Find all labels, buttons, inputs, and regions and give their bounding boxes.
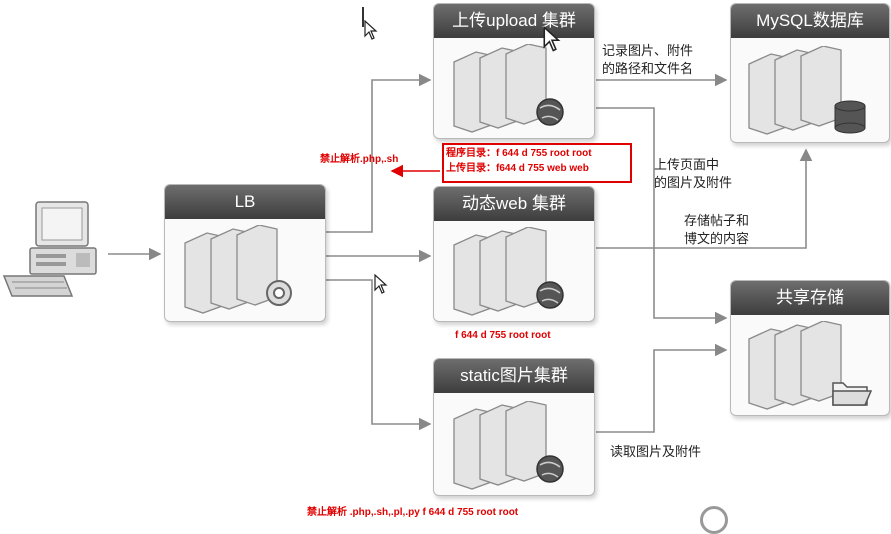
server-rack-globe-icon (453, 401, 564, 490)
arrow-dynamic-mysql (596, 148, 813, 249)
server-rack-globe-icon (453, 44, 564, 133)
server-rack-folder-icon (748, 321, 873, 410)
text-caret (362, 7, 364, 27)
upload-dir-annotation: 上传目录：f644 d 755 web web (446, 163, 589, 174)
arrow-static-storage (596, 343, 728, 433)
upload-cluster-node: 上传upload 集群 (433, 3, 595, 139)
upload-cluster-title: 上传upload 集群 (434, 4, 594, 38)
client-computer-icon (2, 201, 97, 297)
arrow-lb-upload (326, 73, 432, 233)
server-rack-database-icon (748, 46, 866, 135)
shared-storage-title: 共享存储 (731, 281, 889, 315)
mouse-pointer-icon (374, 274, 388, 294)
lb-node: LB (164, 184, 326, 322)
mysql-title: MySQL数据库 (731, 4, 889, 38)
arrow-upload-storage (596, 107, 728, 325)
mouse-pointer-icon (364, 20, 378, 40)
label-read-images: 读取图片及附件 (610, 444, 702, 459)
server-rack-gear-icon (184, 225, 292, 314)
permission-annotation-box (442, 143, 632, 183)
architecture-diagram: LB 上传upload 集群 动态web 集群 (2, 3, 890, 534)
dynamic-web-cluster-title: 动态web 集群 (434, 187, 594, 221)
lb-title: LB (165, 185, 325, 219)
logo-watermark (700, 506, 728, 534)
dynamic-web-cluster-node: 动态web 集群 (433, 186, 595, 322)
mysql-node: MySQL数据库 (730, 3, 890, 143)
connector-lines (108, 73, 813, 433)
label-record-paths: 记录图片、附件 的路径和文件名 (602, 43, 694, 76)
label-store-posts: 存储帖子和 博文的内容 (684, 213, 750, 246)
label-upload-images: 上传页面中 的图片及附件 (654, 157, 733, 190)
static-image-cluster-node: static图片集群 (433, 358, 595, 496)
server-rack-globe-icon (453, 227, 564, 316)
program-dir-annotation: 程序目录：f 644 d 755 root root (446, 148, 592, 159)
mouse-pointer-icon (543, 26, 561, 52)
no-parse-static-annotation: 禁止解析 .php,.sh,.pl,.py f 644 d 755 root r… (307, 507, 519, 518)
shared-storage-node: 共享存储 (730, 280, 890, 416)
arrow-lb-static (326, 279, 432, 431)
no-parse-upload-annotation: 禁止解析.php,.sh (320, 154, 399, 165)
static-image-cluster-title: static图片集群 (434, 359, 594, 393)
dynamic-perms-annotation: f 644 d 755 root root (455, 330, 551, 341)
